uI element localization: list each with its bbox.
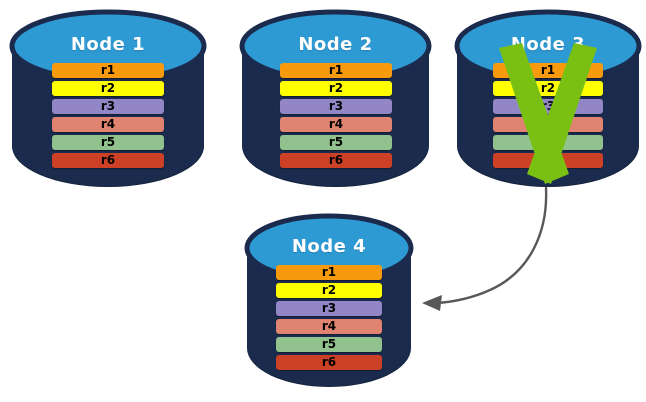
node-2[interactable]: Node 2 r1 r2 r3 r4 r5 r6 xyxy=(238,6,433,187)
node-3[interactable]: Node 3 r1 r2 r3 r4 r5 r6 xyxy=(453,6,643,187)
row-r6[interactable]: r6 xyxy=(276,355,382,370)
row-r5[interactable]: r5 xyxy=(280,135,392,150)
row-r5[interactable]: r5 xyxy=(276,337,382,352)
node-4[interactable]: Node 4 r1 r2 r3 r4 r5 r6 xyxy=(243,210,415,388)
row-r4[interactable]: r4 xyxy=(52,117,164,132)
row-r1[interactable]: r1 xyxy=(52,63,164,78)
row-r1[interactable]: r1 xyxy=(280,63,392,78)
row-r1[interactable]: r1 xyxy=(276,265,382,280)
row-r2[interactable]: r2 xyxy=(493,81,603,96)
row-r3[interactable]: r3 xyxy=(493,99,603,114)
node-1[interactable]: Node 1 r1 r2 r3 r4 r5 r6 xyxy=(8,6,208,187)
row-r2[interactable]: r2 xyxy=(276,283,382,298)
row-r4[interactable]: r4 xyxy=(493,117,603,132)
row-r6[interactable]: r6 xyxy=(493,153,603,168)
row-r5[interactable]: r5 xyxy=(493,135,603,150)
row-r6[interactable]: r6 xyxy=(52,153,164,168)
row-r1[interactable]: r1 xyxy=(493,63,603,78)
row-r5[interactable]: r5 xyxy=(52,135,164,150)
row-r4[interactable]: r4 xyxy=(280,117,392,132)
row-r3[interactable]: r3 xyxy=(276,301,382,316)
row-r3[interactable]: r3 xyxy=(280,99,392,114)
row-r2[interactable]: r2 xyxy=(280,81,392,96)
row-r3[interactable]: r3 xyxy=(52,99,164,114)
row-r4[interactable]: r4 xyxy=(276,319,382,334)
row-r2[interactable]: r2 xyxy=(52,81,164,96)
row-r6[interactable]: r6 xyxy=(280,153,392,168)
